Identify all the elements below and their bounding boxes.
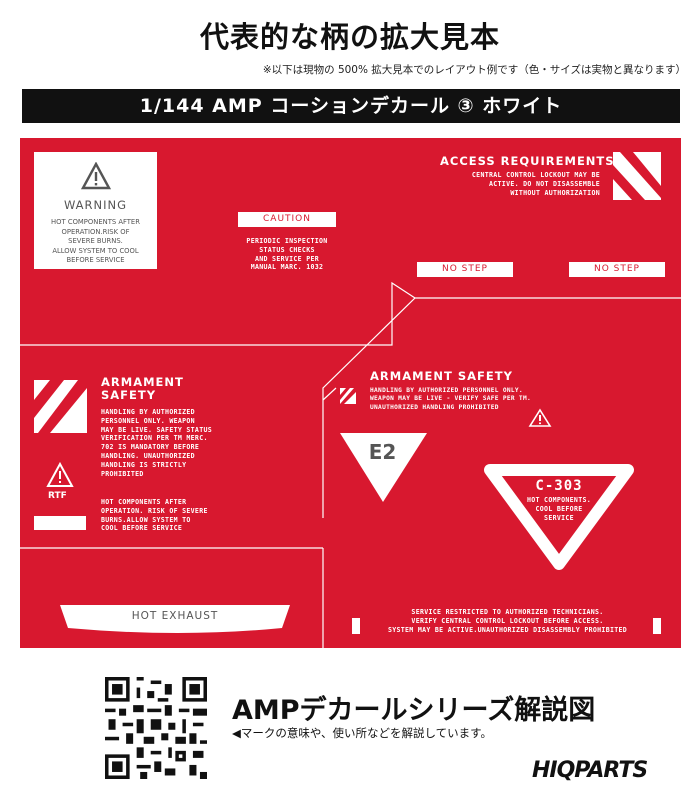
hot-exhaust-plate — [60, 605, 290, 633]
panel-line-art — [20, 152, 681, 648]
armament-stripe-icon — [34, 380, 87, 433]
service-text: SERVICE RESTRICTED TO AUTHORIZED TECHNIC… — [387, 608, 628, 634]
warning-title: WARNING — [63, 198, 128, 212]
product-title-bar: 1/144 AMP コーションデカール ③ ホワイト — [22, 89, 680, 123]
armament-warning-icon — [528, 408, 552, 427]
e2-label: E2 — [368, 440, 397, 464]
armament-right-text: HANDLING BY AUTHORIZED PERSONNEL ONLY.WE… — [370, 387, 532, 411]
no-step-left: NO STEP — [417, 262, 513, 277]
marker-bar-left — [352, 618, 360, 634]
armament-small-stripe-icon — [340, 388, 356, 404]
qr-code[interactable] — [105, 677, 207, 779]
page-title: 代表的な柄の拡大見本 — [199, 20, 500, 54]
hiqparts-logo: HIQPARTS — [532, 758, 648, 783]
access-title: ACCESS REQUIREMENTS — [440, 154, 615, 168]
caution-tag: CAUTION — [238, 212, 336, 227]
series-title: AMPデカールシリーズ解説図 — [232, 695, 596, 726]
armament-right-title: ARMAMENT SAFETY — [370, 369, 513, 383]
panel-line-chamfer — [322, 297, 681, 518]
no-step-right: NO STEP — [569, 262, 665, 277]
access-stripe-icon — [613, 152, 661, 200]
c303-triangle — [484, 464, 634, 570]
rtf-label-bar — [34, 516, 86, 530]
rtf-warning-icon — [46, 461, 74, 487]
marker-bar-right — [653, 618, 661, 634]
series-subtitle: ◀マークの意味や、使い所などを解説しています。 — [232, 726, 493, 740]
c303-title: C-303 — [535, 478, 583, 494]
hot-exhaust-label: HOT EXHAUST — [131, 610, 219, 622]
rtf-label: RTF — [48, 491, 67, 501]
scale-note: ※以下は現物の 500% 拡大見本でのレイアウト例です（色・サイズは実物と異なり… — [262, 64, 686, 76]
warning-triangle-icon — [80, 161, 111, 190]
e2-triangle — [340, 433, 427, 502]
panel-line-upper — [20, 281, 416, 346]
